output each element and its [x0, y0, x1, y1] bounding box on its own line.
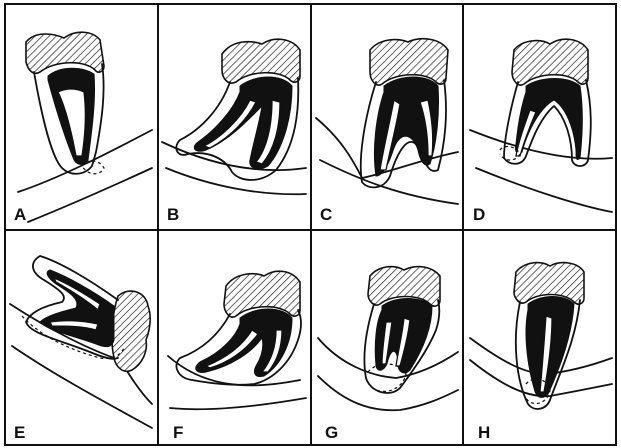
pulp-chamber [40, 270, 114, 347]
bone-line-lower [476, 168, 612, 212]
panel-label: C [320, 205, 332, 224]
panel-label: G [325, 423, 338, 442]
pulp-chamber [515, 79, 582, 160]
bone-line-lower [170, 398, 306, 409]
bone-line-lower [28, 168, 152, 222]
panel-label: B [167, 205, 179, 224]
panel-label: A [14, 205, 26, 224]
bone-line-lower [166, 168, 306, 194]
tooth-crown [222, 39, 300, 83]
panel-f: F [168, 271, 306, 442]
panel-d: D [470, 39, 612, 224]
bone-line-lower [320, 160, 458, 204]
tooth-crown [112, 291, 150, 371]
panel-g: G [318, 267, 458, 442]
panel-label: H [478, 423, 490, 442]
panel-label: D [473, 205, 485, 224]
panel-label: F [173, 423, 183, 442]
panel-a: A [14, 32, 152, 224]
panel-b: B [162, 39, 306, 224]
panel-c: C [316, 39, 458, 224]
panel-e: E [10, 256, 152, 442]
panel-label: E [14, 423, 25, 442]
panel-h: H [470, 263, 612, 442]
tooth-crown [26, 32, 104, 73]
